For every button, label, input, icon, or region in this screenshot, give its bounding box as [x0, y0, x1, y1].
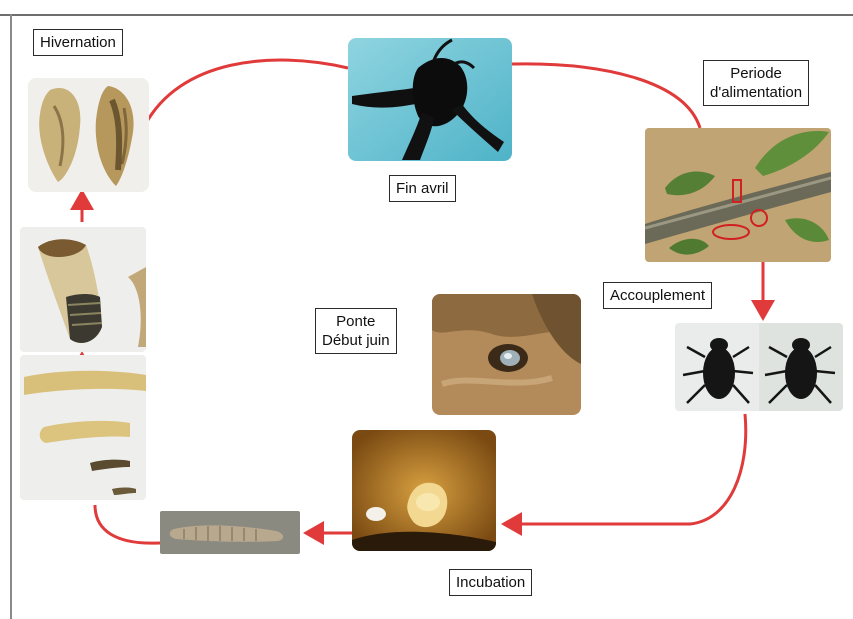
adult-beetle-photo [348, 38, 512, 161]
arrow-adult-to-feeding [512, 64, 700, 128]
label-periode-line2: d'alimentation [710, 83, 802, 102]
label-periode-line1: Periode [710, 64, 802, 83]
feeding-twig-photo [645, 128, 831, 262]
label-ponte-line2: Début juin [322, 331, 390, 350]
label-ponte: Ponte Début juin [315, 308, 397, 354]
arrow-larva-to-larvae [95, 505, 160, 543]
label-ponte-line1: Ponte [322, 312, 390, 331]
mature-larva-photo [20, 227, 146, 352]
mating-beetles-photo [675, 323, 843, 411]
arrow-mating-to-incubation [504, 414, 746, 524]
label-hivernation: Hivernation [33, 29, 123, 56]
egg-laying-soil-photo [432, 294, 581, 415]
label-incubation: Incubation [449, 569, 532, 596]
growing-larvae-photo [20, 355, 146, 500]
young-larva-photo [160, 511, 300, 554]
arrow-hivernation-to-adult [145, 60, 348, 125]
label-periode-alimentation: Periode d'alimentation [703, 60, 809, 106]
label-accouplement: Accouplement [603, 282, 712, 309]
hivernation-pupae-photo [28, 78, 149, 192]
egg-incubation-photo [352, 430, 496, 551]
label-fin-avril: Fin avril [389, 175, 456, 202]
